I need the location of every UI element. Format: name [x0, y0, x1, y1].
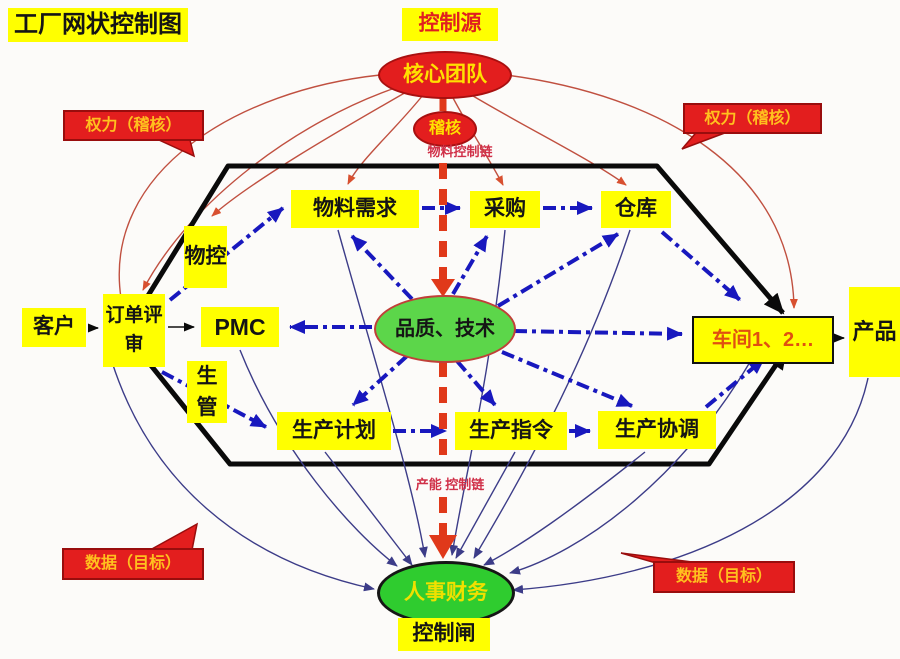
edge-product-hr: [512, 377, 869, 594]
node-prod-coord: 生产协调: [598, 411, 716, 449]
node-audit: 稽核: [413, 111, 477, 147]
callout-power-right: 权力（稽核）: [683, 103, 822, 134]
node-control-source: 控制源: [402, 8, 498, 41]
edge-prodplan-hr: [324, 451, 413, 566]
edge-coreteam-purchase: [451, 95, 504, 186]
node-production-mgmt: 生管: [187, 361, 227, 423]
label-material-control-chain: 物料控制链: [427, 143, 493, 159]
node-material-req: 物料需求: [291, 190, 419, 228]
edge-matreq-hr: [337, 229, 428, 558]
node-quality-tech: 品质、技术: [374, 295, 516, 363]
edge-quality-prodplan: [351, 354, 409, 407]
data-left-callout-tail: [149, 522, 199, 551]
edge-quality-purchase: [451, 234, 489, 296]
node-warehouse: 仓库: [601, 191, 671, 228]
node-material-control: 物控: [184, 226, 227, 288]
edge-coreteam-warehouse: [467, 92, 627, 186]
callout-power-left: 权力（稽核）: [63, 110, 204, 141]
red-control-chain: [429, 95, 457, 559]
node-order-review: 订单评审: [103, 294, 165, 367]
node-hr-finance: 人事财务: [377, 561, 515, 625]
diagram-title: 工厂网状控制图: [8, 8, 188, 42]
edge-coreteam-outer-right: [505, 74, 798, 309]
callout-data-right: 数据（目标）: [653, 561, 795, 593]
edge-quality-matreq: [350, 234, 414, 301]
edge-quality-workshop: [513, 326, 683, 341]
edge-prodcoord-workshop: [704, 357, 766, 409]
node-product: 产品: [849, 287, 900, 377]
edge-quality-prodorder: [455, 359, 497, 407]
node-prod-order: 生产指令: [455, 412, 567, 450]
edge-orderreview-hr: [111, 361, 375, 592]
node-control-gate: 控制闸: [398, 618, 490, 651]
black-flow-arrows: [88, 322, 845, 343]
node-core-team: 核心团队: [378, 51, 512, 99]
edge-prodcoord-hr: [483, 451, 646, 566]
edge-warehouse-workshop: [660, 230, 742, 302]
node-prod-plan: 生产计划: [277, 412, 391, 450]
node-workshop: 车间1、2…: [692, 316, 834, 364]
callout-data-left: 数据（目标）: [62, 548, 204, 580]
edge-quality-prodcoord: [501, 350, 633, 408]
chain-arrow-hr: [429, 535, 457, 559]
edge-purchase-hr: [449, 229, 506, 556]
node-pmc: PMC: [201, 307, 279, 347]
edge-quality-warehouse: [496, 232, 620, 308]
node-purchase: 采购: [470, 191, 540, 228]
edge-coreteam-matreq: [347, 94, 424, 185]
edge-workshop-hr: [509, 361, 751, 575]
label-capacity-control-chain: 产能 控制链: [415, 476, 485, 492]
edge-prodorder-hr: [455, 451, 516, 559]
edge-coreteam-matctrl: [211, 90, 409, 217]
edge-pmc-hr: [239, 349, 398, 567]
node-customer: 客户: [22, 308, 86, 347]
chain-arrow-quality: [431, 279, 455, 297]
